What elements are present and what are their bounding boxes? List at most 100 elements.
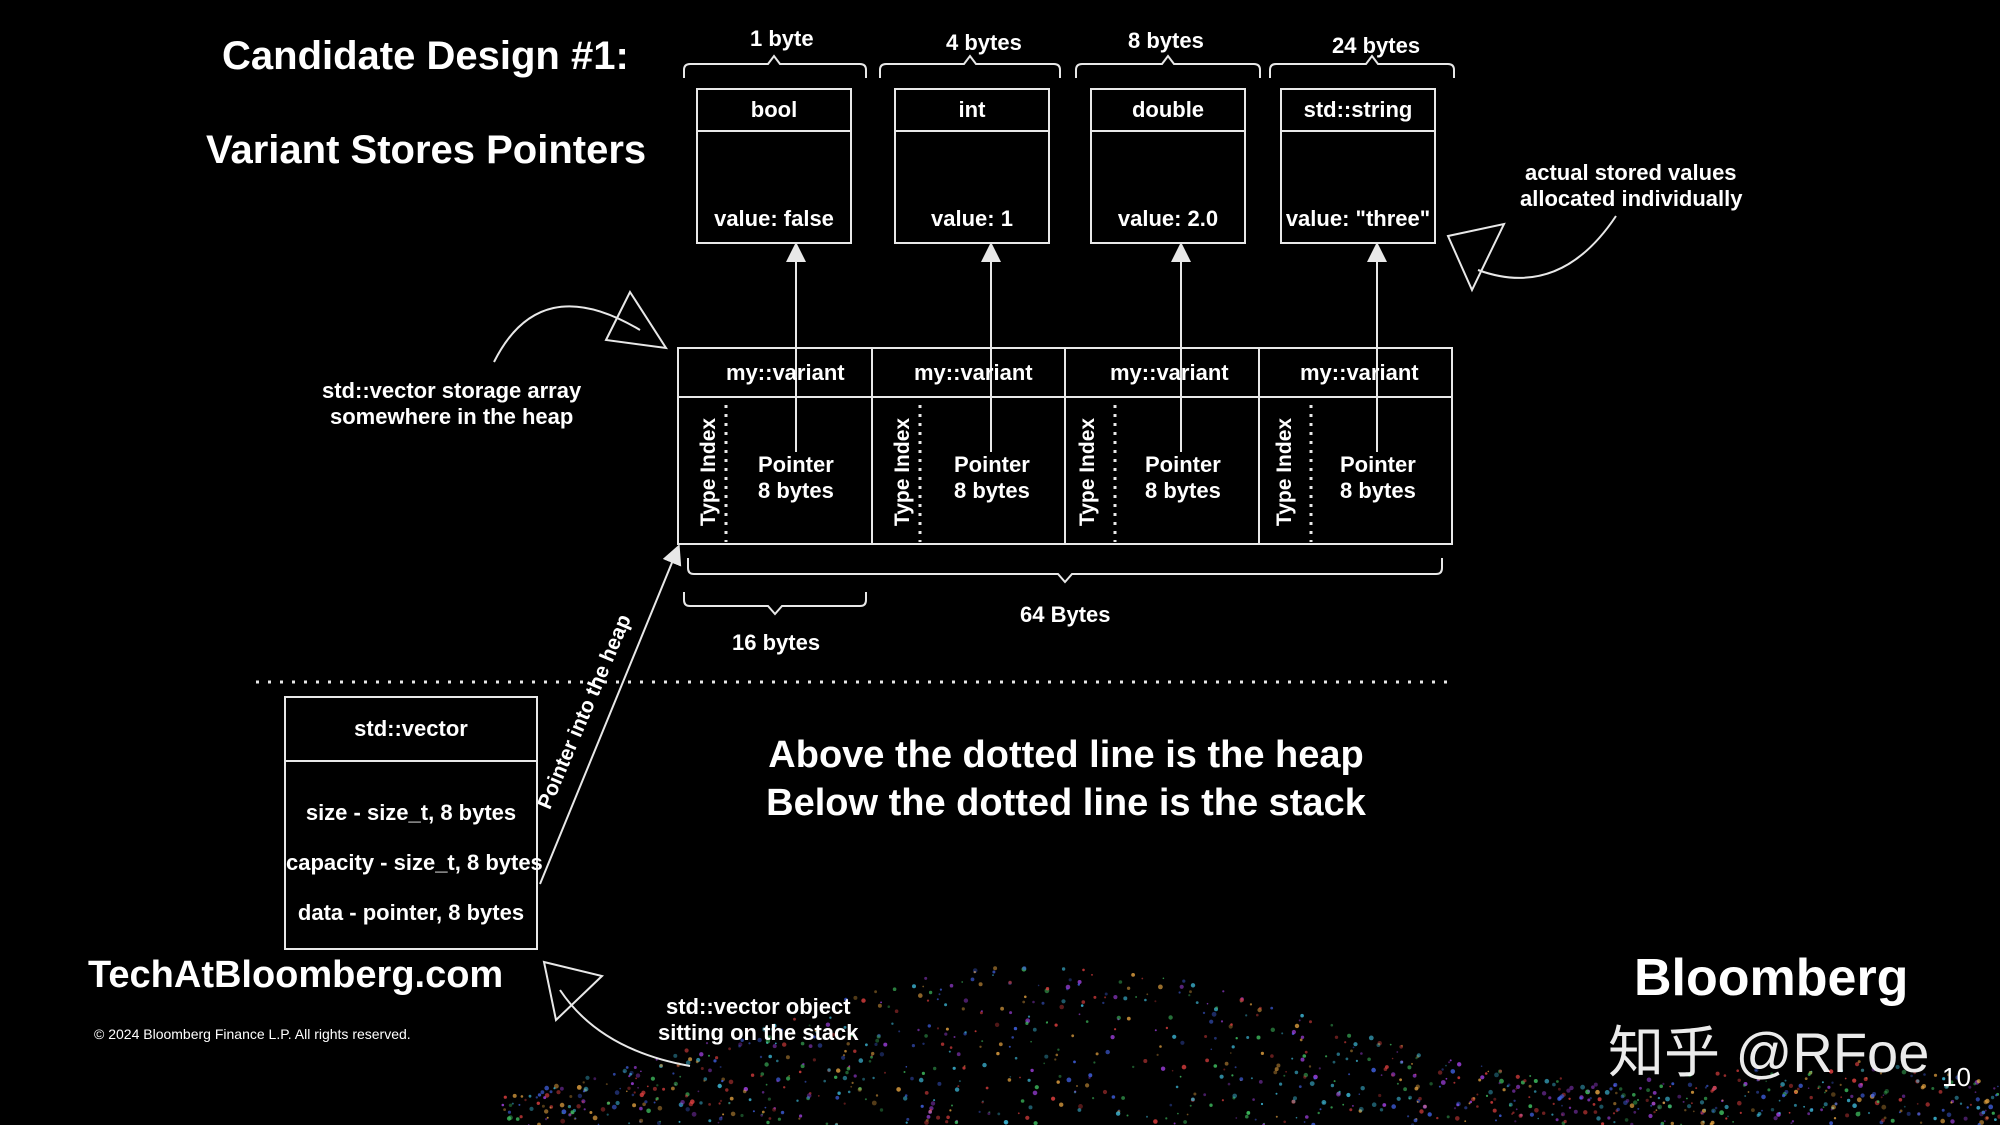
particle-dot <box>1548 1096 1552 1100</box>
particle-dot <box>1092 1097 1095 1100</box>
particle-dot <box>1706 1084 1709 1088</box>
particle-dot <box>1429 1082 1433 1086</box>
particle-dot <box>949 1109 952 1112</box>
particle-dot <box>583 1108 586 1111</box>
particle-dot <box>728 1079 734 1085</box>
particle-dot <box>1700 1112 1703 1115</box>
particle-dot <box>808 1024 811 1027</box>
particle-dot <box>945 1120 949 1124</box>
particle-dot <box>928 1110 932 1114</box>
particle-dot <box>1082 968 1085 972</box>
particle-dot <box>1449 1059 1452 1062</box>
particle-dot <box>1780 1082 1785 1087</box>
particle-dot <box>1367 1057 1371 1062</box>
particle-dot <box>1205 1058 1209 1063</box>
particle-dot <box>1437 1070 1443 1075</box>
particle-dot <box>1515 1074 1520 1079</box>
particle-dot <box>1415 1056 1418 1060</box>
particle-dot <box>1275 1092 1278 1095</box>
particle-dot <box>757 1037 762 1043</box>
particle-dot <box>544 1093 550 1098</box>
particle-dot <box>592 1115 598 1121</box>
particle-dot <box>1712 1110 1715 1113</box>
particle-dot <box>1182 979 1186 983</box>
particle-dot <box>1022 966 1027 971</box>
particle-dot <box>1725 1117 1728 1120</box>
particle-dot <box>1093 1061 1096 1064</box>
particle-dot <box>1615 1091 1618 1095</box>
particle-dot <box>1844 1088 1849 1093</box>
particle-dot <box>853 1049 857 1053</box>
particle-dot <box>1761 1109 1763 1112</box>
particle-dot <box>1407 1115 1410 1118</box>
particle-dot <box>1132 1065 1135 1069</box>
particle-dot <box>815 1030 818 1034</box>
particle-dot <box>581 1100 584 1103</box>
particle-dot <box>1529 1112 1534 1117</box>
particle-dot <box>768 1117 772 1120</box>
particle-dot <box>1506 1085 1509 1088</box>
particle-dot <box>1371 1102 1377 1107</box>
particle-dot <box>1249 1003 1253 1006</box>
particle-dot <box>673 1081 678 1086</box>
particle-dot <box>1024 995 1027 999</box>
particle-dot <box>1710 1120 1715 1125</box>
particle-dot <box>1274 1067 1279 1072</box>
particle-dot <box>556 1090 561 1095</box>
particle-dot <box>765 1039 771 1044</box>
particle-dot <box>825 1022 831 1027</box>
particle-dot <box>1563 1119 1567 1124</box>
particle-dot <box>1858 1083 1863 1088</box>
particle-dot <box>1807 1112 1811 1116</box>
particle-dot <box>1913 1071 1917 1075</box>
particle-dot <box>1411 1062 1413 1065</box>
particle-dot <box>528 1094 532 1098</box>
particle-dot <box>1146 1115 1148 1118</box>
brace-double <box>1075 54 1261 78</box>
particle-dot <box>1607 1116 1611 1120</box>
particle-dot <box>1633 1100 1638 1105</box>
particle-dot <box>1202 1011 1206 1015</box>
particle-dot <box>679 1104 682 1107</box>
particle-dot <box>918 1077 924 1083</box>
particle-dot <box>872 1076 875 1080</box>
particle-dot <box>780 1110 785 1115</box>
particle-dot <box>1541 1091 1547 1096</box>
particle-dot <box>1377 1041 1382 1046</box>
particle-dot <box>1715 1071 1720 1076</box>
particle-dot <box>1093 995 1097 999</box>
particle-dot <box>1056 1080 1060 1084</box>
particle-dot <box>1653 1110 1656 1114</box>
cell-size-label: 16 bytes <box>732 630 821 655</box>
particle-dot <box>760 1113 764 1117</box>
particle-dot <box>1670 1121 1674 1125</box>
particle-dot <box>825 1122 829 1125</box>
particle-dot <box>1655 1109 1658 1112</box>
particle-dot <box>1794 1091 1797 1095</box>
particle-dot <box>812 1058 817 1062</box>
particle-dot <box>1055 1053 1059 1057</box>
particle-dot <box>939 988 943 991</box>
total-size-label: 64 Bytes <box>1020 602 1111 627</box>
particle-dot <box>679 1075 682 1078</box>
particle-dot <box>903 1071 906 1073</box>
particle-dot <box>1260 1051 1264 1055</box>
particle-dot <box>1514 1120 1517 1123</box>
particle-dot <box>730 1111 736 1117</box>
particle-dot <box>740 1038 744 1043</box>
particle-dot <box>912 984 916 989</box>
particle-dot <box>1946 1112 1952 1118</box>
particle-dot <box>646 1108 651 1114</box>
particle-dot <box>1403 1087 1407 1092</box>
particle-dot <box>1232 1096 1236 1100</box>
particle-dot <box>1993 1087 1996 1090</box>
particle-dot <box>798 1070 802 1074</box>
particle-dot <box>1302 1054 1307 1058</box>
particle-dot <box>1997 1114 2000 1119</box>
particle-dot <box>1583 1110 1588 1115</box>
particle-dot <box>1556 1080 1559 1083</box>
slide-title: Candidate Design #1: <box>222 34 629 78</box>
particle-dot <box>1032 1027 1037 1032</box>
particle-dot <box>1498 1082 1501 1085</box>
